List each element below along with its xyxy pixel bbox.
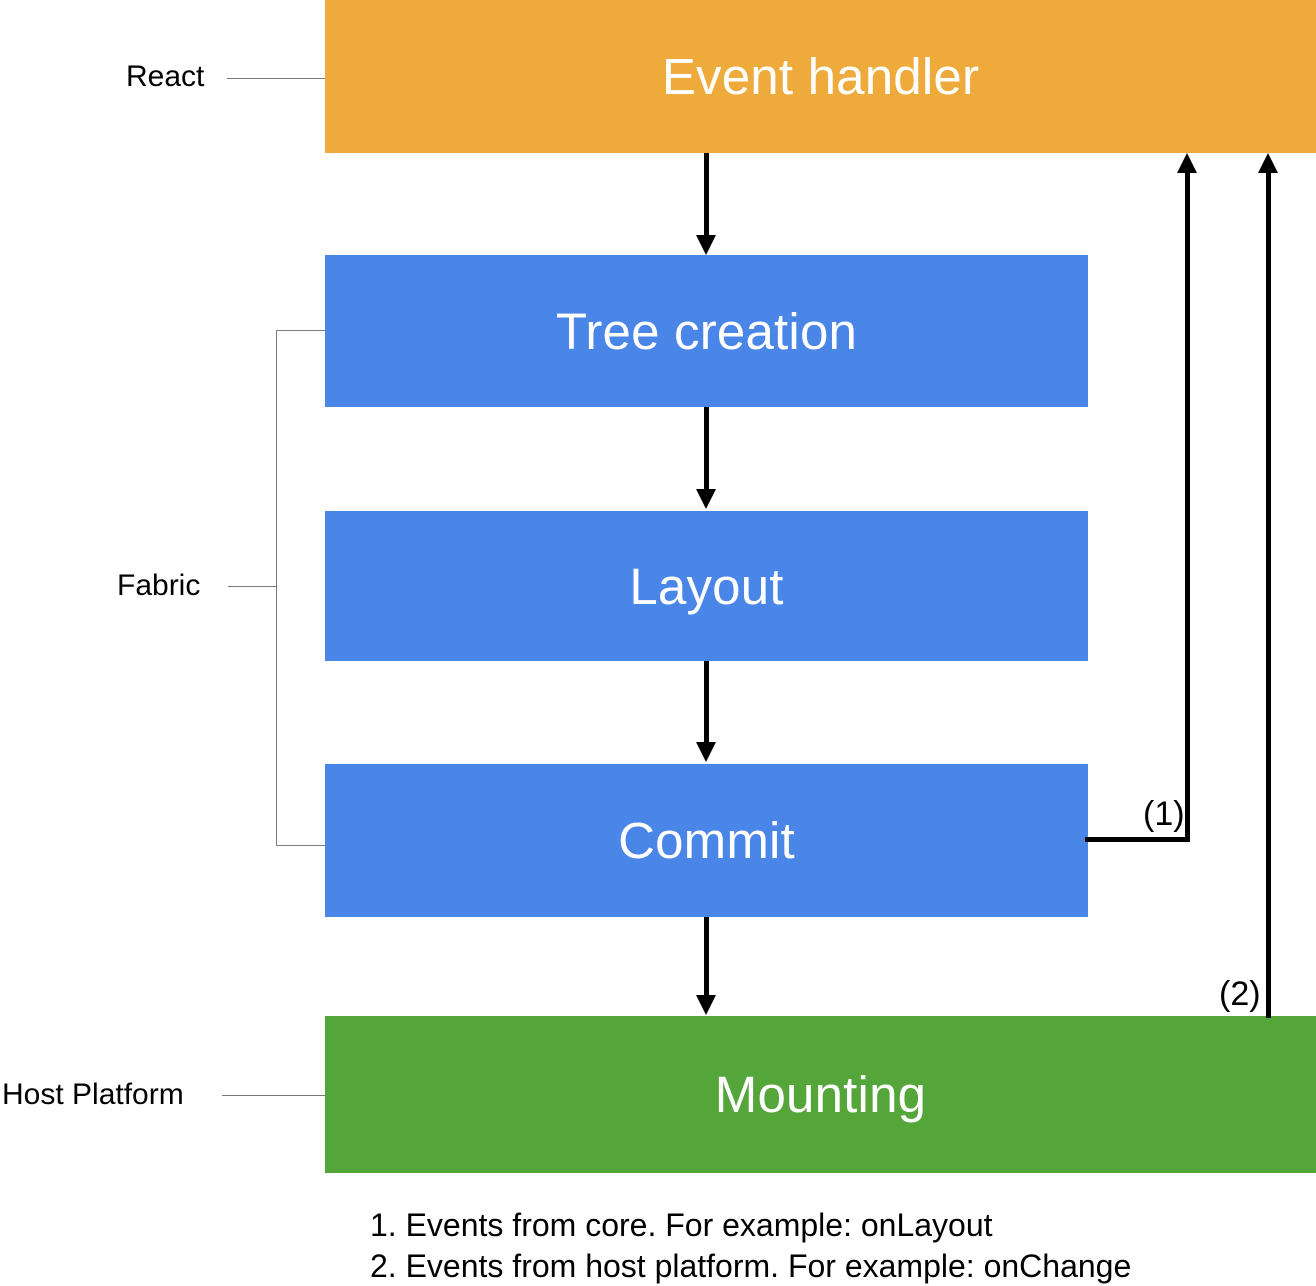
node-event-handler[interactable]: Event handler (325, 0, 1316, 153)
fabric-bracket-bottom (276, 845, 325, 846)
host-platform-leader-line (222, 1095, 325, 1096)
node-tree-creation[interactable]: Tree creation (325, 255, 1088, 407)
callout-number-2: (2) (1219, 975, 1261, 1013)
node-layout[interactable]: Layout (325, 511, 1088, 661)
fabric-bracket-top (276, 330, 325, 331)
fabric-leader-line (228, 586, 276, 587)
fabric-bracket-vertical (276, 330, 277, 846)
callout-number-1: (1) (1143, 795, 1185, 833)
legend-item-2: 2. Events from host platform. For exampl… (370, 1247, 1132, 1284)
react-leader-line (227, 78, 325, 79)
node-mounting[interactable]: Mounting (325, 1016, 1316, 1173)
layer-label-host-platform: Host Platform (2, 1078, 184, 1111)
layer-label-fabric: Fabric (117, 569, 201, 602)
layer-label-react: React (126, 60, 205, 93)
legend: 1. Events from core. For example: onLayo… (370, 1205, 1131, 1286)
node-commit[interactable]: Commit (325, 764, 1088, 917)
legend-item-1: 1. Events from core. For example: onLayo… (370, 1207, 993, 1243)
